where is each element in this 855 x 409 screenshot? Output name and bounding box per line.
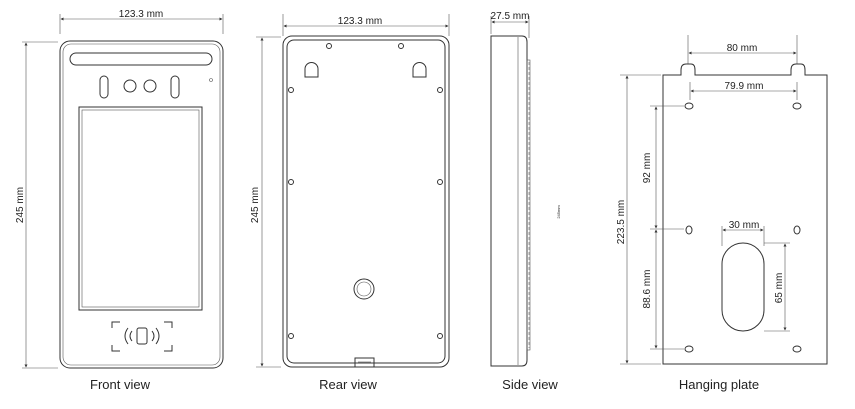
front-indicator-dot xyxy=(209,78,213,82)
side-device-body xyxy=(490,35,528,367)
plate-height-label: 223.5 mm xyxy=(616,200,627,244)
front-nfc-area xyxy=(111,321,173,352)
rear-view-caption: Rear view xyxy=(319,377,377,392)
rear-inner-panel xyxy=(286,39,446,364)
side-view: 27.5 mm 245mm Side view xyxy=(490,11,561,392)
rear-screw-top-right xyxy=(398,43,404,49)
front-screen-outer xyxy=(78,106,203,311)
front-device-body xyxy=(59,40,224,369)
nfc-wave-right-inner xyxy=(151,330,155,342)
side-back-plate xyxy=(526,59,531,351)
plate-hook-span-label: 80 mm xyxy=(727,43,758,54)
nfc-card-icon xyxy=(136,327,148,345)
plate-hole-middle-left xyxy=(685,225,693,235)
side-tiny-label: 245mm xyxy=(556,205,561,219)
hanging-plate-view: 80 mm 79.9 mm 223.5 mm 92 mm 88.6 mm 30 xyxy=(616,35,828,392)
front-camera-right xyxy=(143,79,157,93)
plate-upper-gap-label: 92 mm xyxy=(642,153,653,184)
front-view-caption: Front view xyxy=(90,377,151,392)
rear-bottom-notch xyxy=(354,357,375,367)
front-view: 123.3 mm 245 mm Front xyxy=(15,9,224,392)
rear-device-body xyxy=(282,35,450,368)
plate-hole-top-right xyxy=(792,102,802,110)
front-width-label: 123.3 mm xyxy=(119,9,163,20)
rear-view: 123.3 mm 245 mm Rear view xyxy=(250,14,450,392)
side-depth-label: 27.5 mm xyxy=(491,11,530,22)
front-height-label: 245 mm xyxy=(15,187,26,223)
plate-outline xyxy=(662,63,828,365)
rear-keyhole-right xyxy=(412,62,427,78)
front-ir-sensor-right xyxy=(170,75,180,99)
nfc-wave-left-outer xyxy=(124,327,129,345)
rear-screw-middle-left xyxy=(288,179,294,185)
rear-cable-port-outer xyxy=(353,278,375,300)
plate-hole-top-left xyxy=(684,102,694,110)
front-bezel xyxy=(62,43,221,366)
plate-hole-span-label: 79.9 mm xyxy=(725,81,764,92)
rear-screw-bottom-right xyxy=(437,333,443,339)
front-light-bar xyxy=(69,52,213,66)
plate-slot-width-label: 30 mm xyxy=(729,220,760,231)
plate-lower-gap-label: 88.6 mm xyxy=(642,270,653,309)
rear-width-label: 123.3 mm xyxy=(338,16,382,27)
hanging-plate-caption: Hanging plate xyxy=(679,377,759,392)
plate-hole-bottom-right xyxy=(792,345,802,353)
nfc-wave-left-inner xyxy=(129,330,133,342)
rear-screw-middle-right xyxy=(437,179,443,185)
side-view-caption: Side view xyxy=(502,377,558,392)
front-ir-sensor-left xyxy=(99,75,109,99)
front-screen-inner xyxy=(81,109,200,308)
rear-height-label: 245 mm xyxy=(250,187,261,223)
rear-screw-upper-left xyxy=(288,87,294,93)
rear-cable-port-inner xyxy=(356,281,372,297)
plate-hole-middle-right xyxy=(793,225,801,235)
front-camera-left xyxy=(123,79,137,93)
rear-screw-top-left xyxy=(326,43,332,49)
nfc-wave-right-outer xyxy=(155,327,160,345)
plate-hole-bottom-left xyxy=(684,345,694,353)
rear-keyhole-left xyxy=(304,62,319,78)
rear-screw-upper-right xyxy=(437,87,443,93)
plate-cable-slot xyxy=(721,242,765,332)
rear-screw-bottom-left xyxy=(288,333,294,339)
plate-slot-height-label: 65 mm xyxy=(774,273,785,304)
